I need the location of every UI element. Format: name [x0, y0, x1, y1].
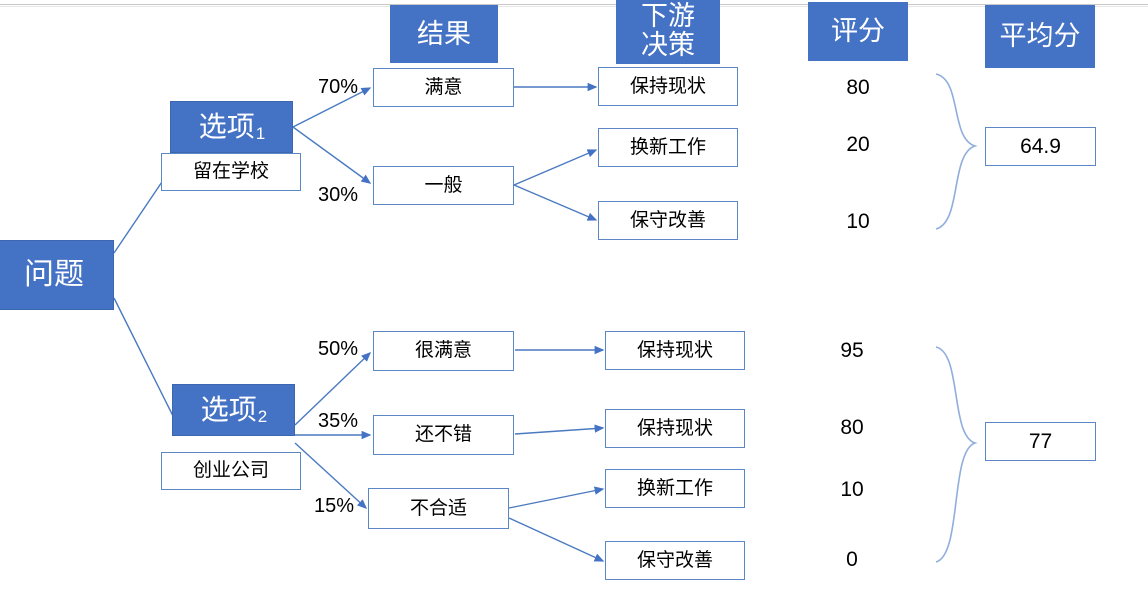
score-o2-b2-d1: 80	[822, 414, 882, 442]
decision-o2-b3-d2[interactable]: 保守改善	[605, 541, 745, 580]
option-2-branch-1-probability-label: 50%	[317, 337, 359, 360]
decision-o1-b2-d1-label: 换新工作	[629, 136, 706, 158]
decision-o1-b2-d1[interactable]: 换新工作	[598, 128, 738, 167]
option-1-branch-1-probability: 70%	[310, 74, 366, 100]
score-o2-b3-d1: 10	[822, 476, 882, 504]
score-o1-b2-d2-value: 10	[846, 210, 870, 234]
score-o1-b1-d1: 80	[828, 74, 888, 102]
link-option1-to-yiban	[292, 126, 372, 184]
brace-option1	[935, 73, 978, 230]
root-node-problem[interactable]: 问题	[0, 240, 114, 310]
decision-o2-b2-d1[interactable]: 保持现状	[605, 409, 745, 448]
link-yiban-to-huanxin	[513, 149, 598, 186]
top-divider-line	[0, 4, 1148, 5]
decision-o2-b3-d1[interactable]: 换新工作	[605, 469, 745, 508]
header-outcome-label: 结果	[417, 18, 471, 49]
decision-o1-b1-d1-label: 保持现状	[629, 75, 706, 97]
score-o2-b3-d2: 0	[822, 546, 882, 574]
option-2-branch-2-probability-label: 35%	[317, 409, 359, 432]
option-2-branch-3-probability-label: 15%	[313, 494, 355, 517]
score-o2-b3-d1-value: 10	[840, 478, 864, 502]
option-1-branch-1-probability-label: 70%	[317, 75, 359, 98]
average-option-1-value: 64.9	[1020, 134, 1061, 158]
option-2-description-label: 创业公司	[192, 460, 269, 482]
link-root-to-option2	[113, 297, 181, 431]
option-2-label: 选项	[200, 394, 257, 426]
score-o2-b3-d2-value: 0	[846, 548, 858, 572]
decision-o1-b1-d1[interactable]: 保持现状	[598, 67, 738, 106]
average-option-2-value: 77	[1028, 429, 1053, 453]
option-1-label: 选项	[198, 111, 255, 143]
link-yiban-to-baoshou	[513, 184, 598, 221]
score-o1-b1-d1-value: 80	[846, 76, 870, 100]
option-1-branch-2-probability: 30%	[310, 182, 366, 208]
score-o2-b2-d1-value: 80	[840, 416, 864, 440]
score-o1-b2-d1: 20	[828, 131, 888, 159]
link-haibucuo-to-baochi	[514, 424, 605, 435]
score-o1-b2-d2: 10	[828, 208, 888, 236]
average-option-2[interactable]: 77	[985, 422, 1096, 461]
option-2-branch-2-probability: 35%	[310, 408, 366, 434]
root-node-label: 问题	[24, 258, 84, 292]
outcome-henmanyi[interactable]: 很满意	[373, 331, 514, 371]
option-2-description[interactable]: 创业公司	[161, 452, 301, 490]
outcome-haibucuo[interactable]: 还不错	[373, 415, 514, 455]
average-option-1[interactable]: 64.9	[985, 127, 1096, 166]
score-o1-b2-d1-value: 20	[846, 133, 870, 157]
outcome-manyi[interactable]: 满意	[373, 68, 514, 107]
header-downstream-decision-line2: 决策	[641, 30, 695, 60]
outcome-henmanyi-label: 很满意	[414, 340, 472, 362]
decision-o2-b2-d1-label: 保持现状	[636, 417, 713, 439]
top-divider-line-secondary	[0, 6, 1148, 7]
outcome-manyi-label: 满意	[424, 76, 463, 98]
option-1-description-label: 留在学校	[192, 161, 269, 183]
option-1-index: 1	[255, 124, 266, 144]
link-buheshi-to-huanxin	[508, 486, 605, 509]
option-2-branch-1-probability: 50%	[310, 336, 366, 362]
option-1-branch-2-probability-label: 30%	[317, 183, 359, 206]
score-o2-b1-d1-value: 95	[840, 339, 864, 363]
option-2-index: 2	[257, 407, 268, 427]
header-downstream-decision-line1: 下游	[641, 1, 695, 32]
link-buheshi-to-baoshou	[508, 517, 605, 562]
outcome-buheshi[interactable]: 不合适	[368, 488, 509, 529]
header-score-label: 评分	[831, 16, 885, 47]
option-2-branch-3-probability: 15%	[306, 493, 362, 519]
header-average-score-label: 平均分	[999, 21, 1081, 52]
header-average-score: 平均分	[985, 5, 1095, 68]
brace-option2	[935, 346, 978, 563]
decision-o1-b2-d2[interactable]: 保守改善	[598, 201, 738, 240]
outcome-buheshi-label: 不合适	[409, 497, 467, 519]
header-outcome: 结果	[390, 5, 498, 63]
decision-o2-b3-d1-label: 换新工作	[636, 477, 713, 499]
header-score: 评分	[808, 2, 908, 61]
decision-o1-b2-d2-label: 保守改善	[629, 209, 706, 231]
decision-o2-b3-d2-label: 保守改善	[636, 549, 713, 571]
score-o2-b1-d1: 95	[822, 337, 882, 365]
decision-o2-b1-d1[interactable]: 保持现状	[605, 331, 745, 370]
outcome-haibucuo-label: 还不错	[414, 424, 472, 446]
outcome-yiban[interactable]: 一般	[373, 166, 514, 205]
header-downstream-decision: 下游 决策	[616, 0, 720, 64]
decision-o2-b1-d1-label: 保持现状	[636, 339, 713, 361]
option-1-description[interactable]: 留在学校	[161, 153, 301, 191]
outcome-yiban-label: 一般	[424, 174, 463, 196]
